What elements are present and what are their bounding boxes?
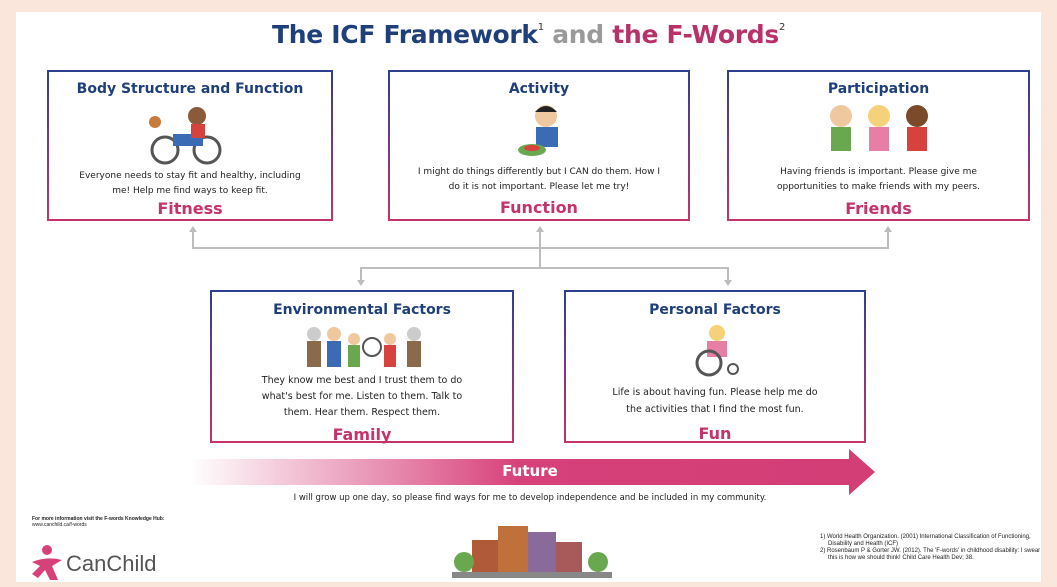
connector-body — [192, 232, 194, 248]
title-footnote-1: 1 — [537, 22, 544, 33]
personal-desc: Life is about having fun. Please help me… — [612, 387, 818, 415]
activity-desc: I might do things differently but I CAN … — [417, 167, 661, 192]
connector-activity — [539, 232, 541, 248]
body-structure-box: Body Structure and Function Everyone nee… — [47, 70, 333, 221]
connector-env — [360, 267, 362, 281]
title-icf: The ICF Framework — [272, 20, 538, 49]
info-heading: For more information visit the F-words K… — [32, 516, 165, 522]
future-arrow-bar — [190, 459, 850, 485]
environmental-heading: Environmental Factors — [273, 302, 451, 318]
canchild-logo-text: CanChild — [66, 551, 157, 576]
future-desc: I will grow up one day, so please find w… — [293, 493, 767, 503]
personal-heading: Personal Factors — [649, 302, 781, 318]
environmental-desc: They know me best and I trust them to do… — [261, 375, 463, 418]
fword-fitness: Fitness — [157, 199, 223, 218]
community-buildings-icon — [452, 526, 612, 578]
friends-group-icon — [830, 105, 928, 151]
connector-participation — [887, 232, 889, 248]
arrow-up-body — [189, 226, 197, 232]
reference-2: 2) Rosenbaum P & Gorter JW. (2012). The … — [820, 548, 1041, 561]
title-fwords: the F-Words — [612, 20, 779, 49]
family-group-icon — [307, 327, 421, 367]
future-label: Future — [502, 462, 558, 480]
bike-child-icon — [149, 107, 222, 165]
arrow-up-activity — [536, 226, 544, 232]
activity-box: Activity I might do things differently b… — [388, 70, 690, 221]
page-title: The ICF Framework1 and the F-Words2 — [0, 20, 1057, 49]
participation-box: Participation Having friends is importan… — [727, 70, 1030, 221]
body-structure-heading: Body Structure and Function — [76, 81, 304, 97]
environmental-box: Environmental Factors They know me best … — [210, 290, 514, 444]
connector-personal — [727, 267, 729, 281]
future-arrow-tip — [849, 449, 875, 495]
title-footnote-2: 2 — [778, 22, 785, 33]
connector-center — [539, 247, 541, 268]
fword-fun: Fun — [698, 424, 732, 443]
activity-heading: Activity — [508, 81, 570, 97]
participation-desc: Having friends is important. Please give… — [777, 167, 980, 192]
fword-function: Function — [500, 198, 578, 217]
wheelchair-child-icon — [695, 325, 739, 377]
participation-heading: Participation — [827, 81, 930, 97]
personal-box: Personal Factors Life is about having fu… — [564, 290, 866, 443]
canchild-logo-icon — [32, 545, 62, 580]
arrow-down-env — [357, 280, 365, 286]
info-link[interactable]: www.canchild.ca/f-words — [32, 522, 87, 528]
arrow-down-personal — [724, 280, 732, 286]
reference-1: 1) World Health Organization. (2001) Int… — [820, 534, 1031, 547]
info-block: For more information visit the F-words K… — [32, 516, 165, 528]
arrow-up-participation — [884, 226, 892, 232]
fword-friends: Friends — [845, 199, 912, 218]
title-and: and — [552, 20, 604, 49]
connector-bottom-line — [360, 267, 728, 269]
fword-family: Family — [332, 425, 392, 444]
eating-child-icon — [518, 105, 558, 156]
references: 1) World Health Organization. (2001) Int… — [820, 534, 1050, 562]
body-structure-desc: Everyone needs to stay fit and healthy, … — [79, 171, 301, 196]
